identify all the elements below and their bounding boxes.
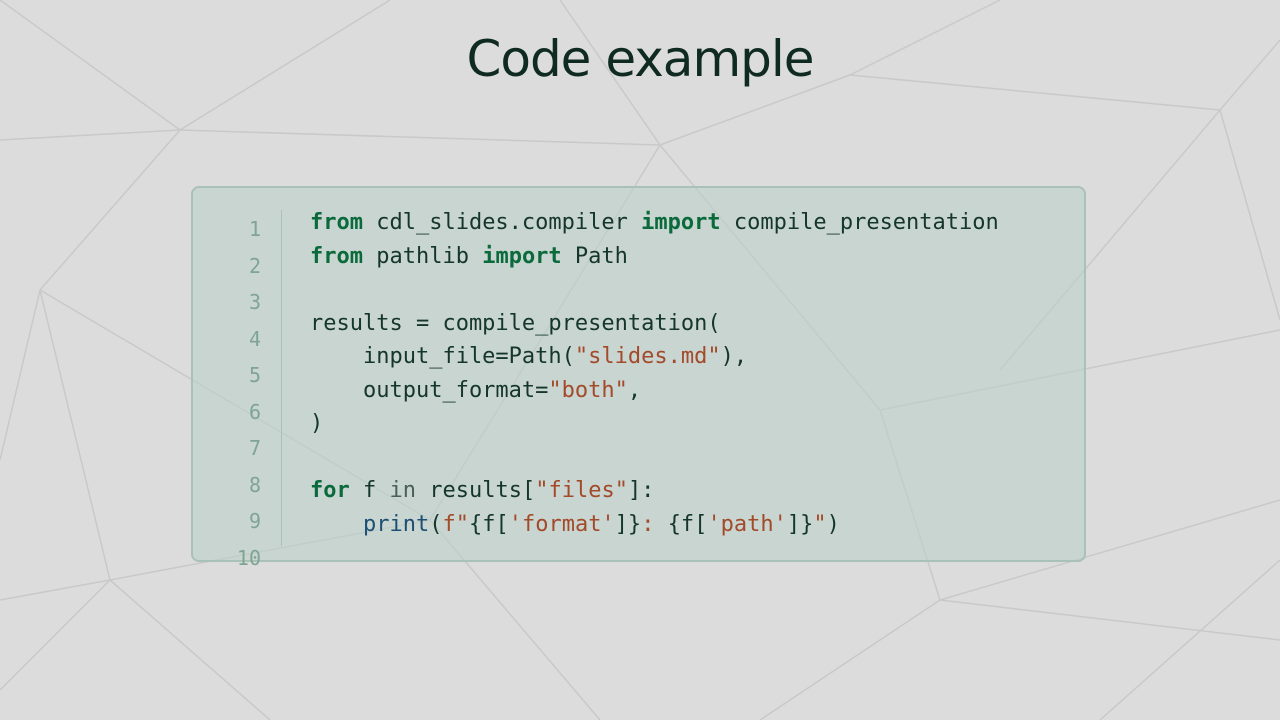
line-number: 7 (248, 436, 261, 460)
code-token: results = compile_presentation( (310, 310, 721, 336)
code-line: for f in results["files"]: (310, 474, 1080, 508)
line-number: 5 (248, 363, 261, 387)
code-token: ), (720, 344, 748, 369)
code-line (310, 441, 1080, 475)
code-token: f" (442, 511, 469, 537)
slide-title: Code example (466, 30, 814, 88)
code-line: print(f"{f['format']}: {f['path']}") (310, 508, 1080, 542)
code-content: from cdl_slides.compiler import compile_… (310, 206, 1080, 541)
code-line: ) (310, 407, 1080, 441)
code-token: ]} (786, 511, 814, 537)
code-token: results[ (416, 478, 536, 503)
code-token: cdl_slides.compiler (362, 210, 642, 235)
code-token: "files" (535, 478, 628, 503)
code-token: output_format= (310, 377, 549, 403)
code-token: "slides.md" (574, 344, 721, 369)
code-line: input_file=Path("slides.md"), (310, 340, 1080, 374)
code-line: from cdl_slides.compiler import compile_… (310, 206, 1080, 240)
code-token: 'format' (508, 511, 615, 537)
line-number: 6 (248, 399, 261, 424)
line-number: 2 (248, 253, 261, 278)
line-number: 1 (248, 217, 261, 241)
code-token: from (310, 210, 363, 235)
code-token: from (310, 243, 363, 269)
code-token: f (349, 478, 390, 503)
code-token: 'path' (707, 511, 787, 537)
line-number: 8 (248, 472, 261, 497)
code-line: output_format="both", (310, 374, 1080, 408)
code-token: import (482, 243, 562, 269)
code-token: ) (310, 411, 324, 436)
line-number: 4 (248, 326, 261, 351)
code-token: {f[ (667, 511, 708, 537)
code-token: compile_presentation (720, 210, 999, 235)
code-block: 1 2 3 4 5 6 7 8 9 10 from cdl_slides.compiler imp… (191, 186, 1086, 570)
code-token: print (362, 511, 430, 537)
code-line: from pathlib import Path (310, 240, 1080, 274)
code-token: " (813, 511, 827, 537)
code-token: input_file=Path( (310, 344, 575, 369)
code-token: {f[ (468, 511, 509, 537)
code-token: ]: (627, 478, 655, 503)
line-number-gutter: 1 2 3 4 5 6 7 8 9 10 (223, 210, 282, 570)
code-token: Path (561, 243, 628, 269)
code-token: import (641, 210, 721, 235)
code-token: ) (826, 511, 840, 537)
line-number: 3 (248, 290, 261, 314)
code-token: , (627, 377, 642, 403)
code-token: pathlib (362, 243, 483, 269)
code-token: : (641, 511, 668, 537)
code-token: "both" (548, 377, 628, 403)
code-token: for (310, 478, 350, 503)
code-line (310, 273, 1080, 307)
line-number: 10 (236, 545, 261, 570)
code-token: ]} (614, 511, 642, 537)
code-line: results = compile_presentation( (310, 307, 1080, 341)
code-token: in (389, 478, 417, 503)
line-number: 9 (248, 509, 261, 533)
code-token: ( (429, 511, 443, 537)
code-token (310, 512, 363, 537)
